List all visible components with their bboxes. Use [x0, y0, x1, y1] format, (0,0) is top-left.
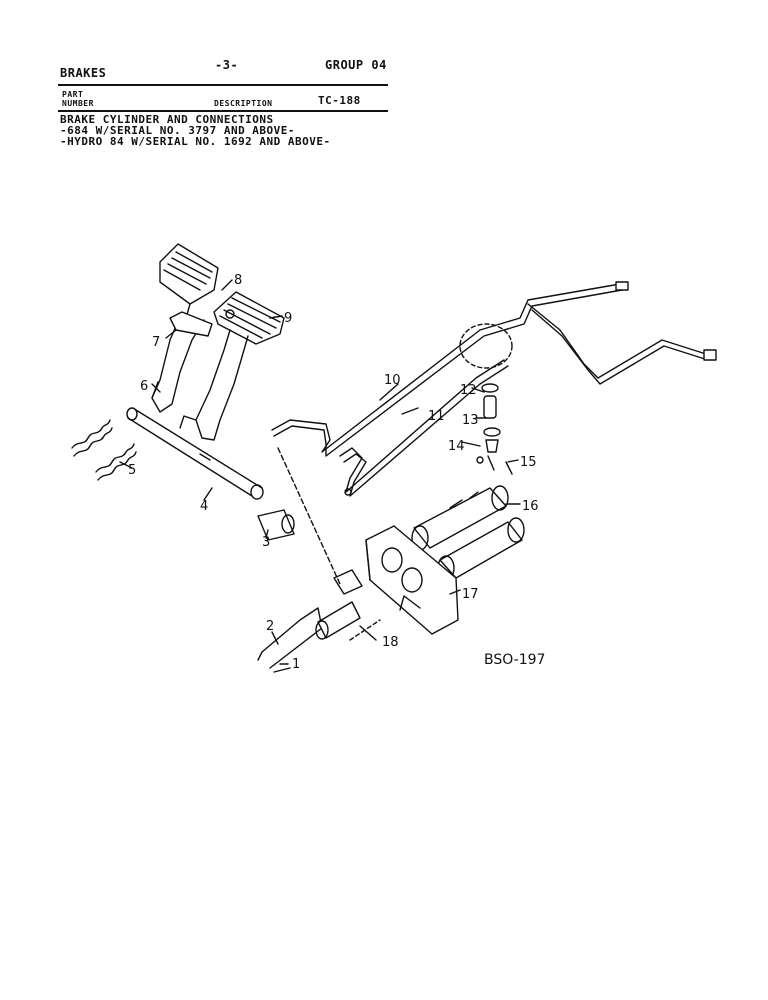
brake-line-upper	[271, 281, 717, 457]
callout-9: 9	[284, 311, 292, 326]
callout-10: 10	[384, 373, 401, 388]
mounting-bracket	[365, 525, 459, 635]
reference-code: TC-188	[318, 94, 361, 107]
leader-dashed	[277, 447, 341, 585]
description-line-3: -HYDRO 84 W/SERIAL NO. 1692 AND ABOVE-	[60, 135, 331, 148]
pedal-latch	[169, 311, 213, 337]
wheel-cylinder	[315, 569, 363, 640]
brake-pedal-right	[179, 291, 285, 441]
callout-11: 11	[428, 409, 445, 424]
header-rule-top	[58, 84, 388, 86]
callout-3: 3	[262, 535, 270, 550]
callout-13: 13	[462, 413, 479, 428]
description-line-1: BRAKE CYLINDER AND CONNECTIONS	[60, 113, 274, 126]
header-rule-bottom	[58, 110, 388, 112]
callout-1: 1	[292, 657, 300, 672]
column-number-label: NUMBER	[62, 99, 94, 108]
column-part-label: PART	[62, 90, 84, 99]
callout-14: 14	[448, 439, 465, 454]
brake-line-lower	[339, 359, 509, 497]
callout-2: 2	[266, 619, 274, 634]
brake-hose	[257, 607, 323, 673]
group-label: GROUP 04	[325, 58, 387, 72]
callout-12: 12	[460, 383, 477, 398]
callout-7: 7	[152, 335, 160, 350]
callout-18: 18	[382, 635, 399, 650]
callout-8: 8	[234, 273, 242, 288]
callout-16: 16	[522, 499, 539, 514]
detail-circle	[459, 323, 513, 369]
cross-shaft	[126, 407, 264, 500]
callout-15: 15	[520, 455, 537, 470]
callout-6: 6	[140, 379, 148, 394]
description-line-2: -684 W/SERIAL NO. 3797 AND ABOVE-	[60, 124, 296, 137]
diagram-reference: BSO-197	[484, 652, 545, 668]
column-description-label: DESCRIPTION	[214, 99, 273, 108]
section-title: BRAKES	[60, 66, 107, 80]
return-springs	[71, 419, 137, 481]
callout-5: 5	[128, 463, 136, 478]
fittings-stack	[476, 383, 513, 475]
callout-4: 4	[200, 499, 208, 514]
brake-pedal-left	[151, 243, 219, 413]
page-number: -3-	[215, 58, 239, 72]
callout-17: 17	[462, 587, 479, 602]
